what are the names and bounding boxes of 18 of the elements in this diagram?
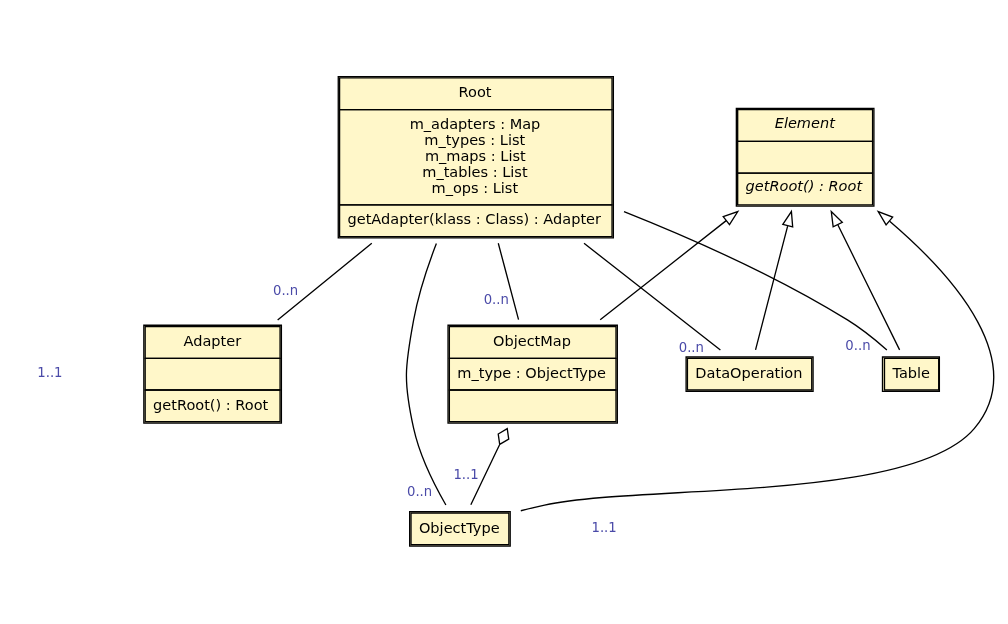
edge-label: 0..n bbox=[678, 339, 704, 355]
edge-label: 0..n bbox=[407, 483, 433, 499]
edge-label: 0..n bbox=[272, 283, 299, 299]
connector bbox=[583, 242, 722, 351]
connector bbox=[497, 242, 520, 321]
connector bbox=[623, 210, 888, 351]
edge-label: 1..1 bbox=[453, 467, 479, 483]
arrow bbox=[830, 209, 901, 351]
arrow bbox=[520, 210, 995, 512]
label: 1..1 bbox=[591, 520, 617, 536]
edge-label: 0..n bbox=[483, 292, 509, 308]
arrow bbox=[754, 209, 794, 351]
connector bbox=[470, 427, 510, 506]
edge-label: 0..n bbox=[845, 338, 871, 354]
connector bbox=[277, 242, 373, 321]
arrow bbox=[599, 210, 740, 321]
connector bbox=[405, 242, 447, 506]
label: 1..1 bbox=[37, 365, 63, 381]
